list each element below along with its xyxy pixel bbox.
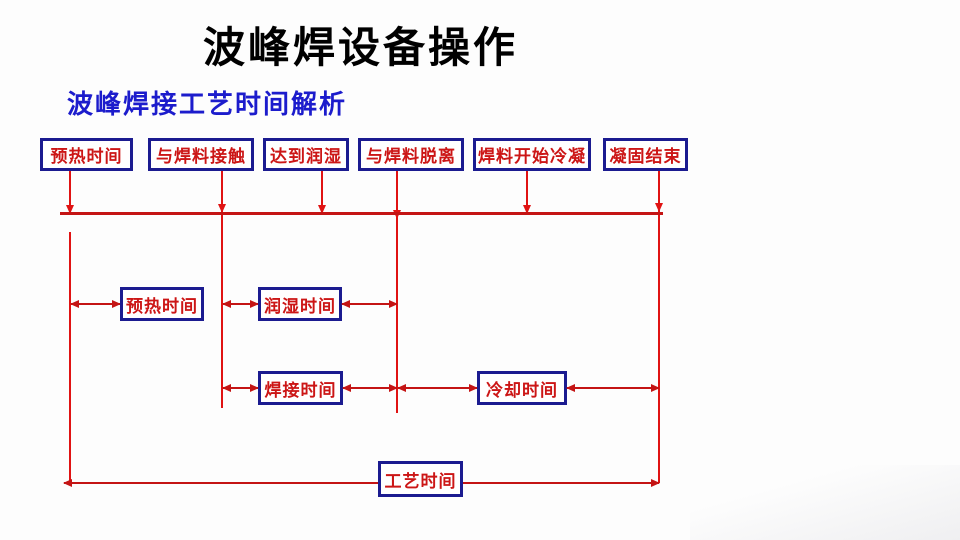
boundary-line-solder-separation — [396, 171, 398, 413]
measure-arrow-wetting-left — [222, 300, 259, 308]
timeline-axis — [60, 212, 663, 215]
duration-box-process: 工艺时间 — [378, 461, 463, 497]
boundary-line-solder-contact — [221, 171, 223, 408]
duration-box-preheat: 预热时间 — [120, 287, 204, 321]
drop-arrow-cooling-start — [523, 171, 531, 214]
arrowhead-down-solidification-end — [655, 203, 663, 212]
corner-shade — [690, 465, 960, 540]
event-box-preheat-time: 预热时间 — [40, 138, 133, 171]
section-subtitle: 波峰焊接工艺时间解析 — [67, 89, 348, 119]
page-title: 波峰焊设备操作 — [203, 23, 519, 72]
measure-arrow-cooling-right — [566, 384, 660, 392]
measure-arrow-process-right — [463, 479, 660, 487]
drop-arrow-wetting — [318, 171, 326, 214]
boundary-line-solidification-end — [658, 171, 660, 483]
event-box-wetting-reached: 达到润湿 — [263, 138, 349, 171]
boundary-line-left — [69, 232, 71, 483]
measure-arrow-cooling-left — [397, 384, 478, 392]
event-box-solder-contact: 与焊料接触 — [148, 138, 254, 171]
event-box-solder-separation: 与焊料脱离 — [358, 138, 464, 171]
measure-arrow-soldering-right — [342, 384, 398, 392]
duration-box-wetting: 润湿时间 — [258, 287, 342, 321]
drop-arrow-preheat — [66, 171, 74, 214]
measure-arrow-wetting-right — [341, 300, 398, 308]
event-box-solidification-end: 凝固结束 — [603, 138, 688, 171]
arrowhead-down-solder-contact — [218, 204, 226, 213]
measure-arrow-process-left — [63, 479, 378, 487]
event-box-cooling-start: 焊料开始冷凝 — [473, 138, 591, 171]
measure-arrow-soldering-left — [222, 384, 259, 392]
duration-box-soldering: 焊接时间 — [258, 371, 343, 405]
duration-box-cooling: 冷却时间 — [477, 371, 567, 405]
measure-arrow-preheat — [70, 300, 121, 308]
